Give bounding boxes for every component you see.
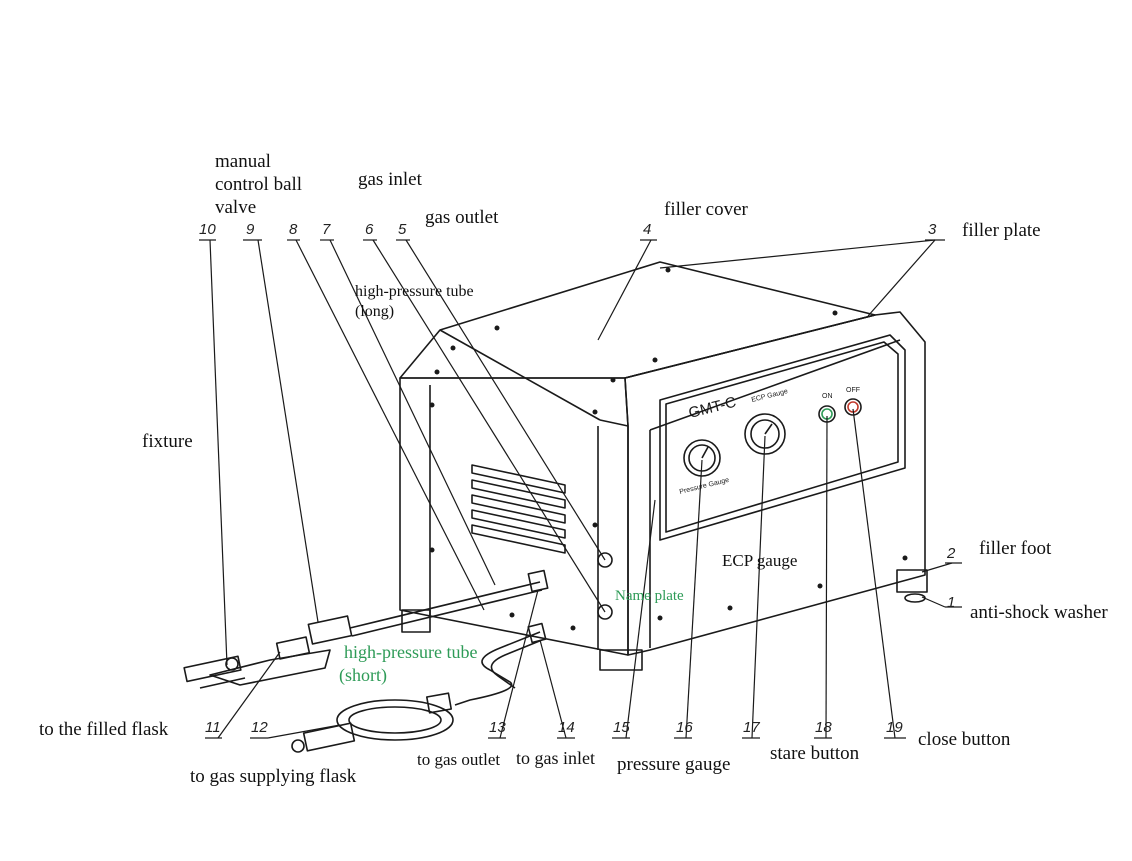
label-to-gas-outlet: to gas outlet — [417, 750, 501, 769]
panel-text: GMT-C ECP Gauge Pressure Gauge ON OFF — [679, 387, 860, 496]
callout-17: 17 — [743, 719, 760, 736]
callout-3: 3 — [928, 221, 937, 238]
gas-inlet-fitting — [597, 604, 613, 620]
panel-on-text: ON — [822, 393, 833, 400]
label-hp-tube-short-2: (short) — [339, 665, 387, 685]
callout-16: 16 — [676, 719, 693, 736]
ecp-gauge-dial — [744, 413, 786, 455]
label-filler-cover: filler cover — [664, 199, 748, 220]
callout-9: 9 — [246, 221, 255, 238]
callout-18: 18 — [815, 719, 832, 736]
gas-outlet-nut — [527, 569, 549, 593]
label-hp-tube-short-1: high-pressure tube — [344, 642, 478, 662]
label-name-plate: Name plate — [615, 588, 684, 604]
label-stare-button: stare button — [770, 743, 860, 764]
front-panel — [624, 311, 926, 656]
label-filler-foot: filler foot — [979, 538, 1052, 559]
callout-4: 4 — [643, 221, 652, 238]
panel-off-text: OFF — [846, 387, 860, 394]
foot-back-left — [401, 609, 431, 633]
hp-tube-short — [454, 631, 541, 706]
leader-lines — [199, 239, 962, 739]
name-plate-inner — [665, 341, 899, 533]
label-to-gas-inlet: to gas inlet — [516, 748, 595, 768]
hp-tube-long — [349, 581, 541, 629]
label-hp-tube-long-1: high-pressure tube — [355, 283, 474, 300]
label-pressure-gauge: pressure gauge — [617, 754, 731, 775]
anti-shock-washer — [904, 593, 926, 603]
left-panel-bevel-2 — [599, 419, 629, 427]
pressure-gauge-dial — [683, 439, 721, 477]
label-to-filled-flask: to the filled flask — [39, 719, 169, 740]
foot-front-left — [599, 649, 643, 671]
callout-2: 2 — [947, 545, 956, 562]
callout-14: 14 — [558, 719, 575, 736]
machine-drawing — [183, 261, 928, 753]
callout-19: 19 — [886, 719, 903, 736]
label-to-gas-supplying-flask: to gas supplying flask — [190, 766, 357, 787]
panel-ecp-text: ECP Gauge — [751, 388, 789, 404]
label-anti-shock-washer: anti-shock washer — [970, 602, 1108, 623]
gas-inlet-nut — [527, 622, 547, 644]
panel-pressure-text: Pressure Gauge — [679, 477, 730, 496]
label-manual-valve-3: valve — [215, 197, 257, 218]
callout-5: 5 — [398, 221, 407, 238]
label-hp-tube-long-2: (long) — [355, 303, 395, 320]
callout-7: 7 — [322, 221, 331, 238]
screws — [429, 267, 908, 631]
callout-11: 11 — [205, 719, 221, 736]
fixture-body — [209, 649, 331, 686]
off-button — [844, 398, 862, 416]
label-close-button: close button — [918, 729, 1011, 750]
callout-15: 15 — [613, 719, 630, 736]
side-vents — [471, 464, 566, 554]
callout-10: 10 — [199, 221, 216, 238]
flask-ring-fixture — [336, 699, 454, 741]
left-panel-bevel — [439, 329, 601, 421]
filler-foot — [896, 569, 928, 593]
left-side-panel — [399, 377, 629, 656]
label-manual-valve-1: manual — [215, 151, 271, 172]
filler-cover — [399, 261, 876, 379]
manual-ball-valve — [307, 615, 353, 645]
panel-brand: GMT-C — [687, 394, 738, 422]
gas-outlet-fitting — [597, 552, 613, 568]
callout-12: 12 — [251, 719, 268, 736]
callout-6: 6 — [365, 221, 374, 238]
label-filler-plate: filler plate — [962, 220, 1041, 241]
label-ecp-gauge: ECP gauge — [722, 551, 798, 570]
callout-1: 1 — [947, 594, 956, 611]
front-panel-inner-top — [649, 339, 901, 431]
label-gas-outlet: gas outlet — [425, 207, 499, 228]
label-manual-valve-2: control ball — [215, 174, 303, 195]
callout-8: 8 — [289, 221, 298, 238]
name-plate-frame — [659, 334, 906, 541]
label-fixture: fixture — [142, 431, 193, 452]
label-gas-inlet: gas inlet — [358, 169, 422, 190]
callout-13: 13 — [489, 719, 506, 736]
flask-connector — [302, 722, 356, 752]
